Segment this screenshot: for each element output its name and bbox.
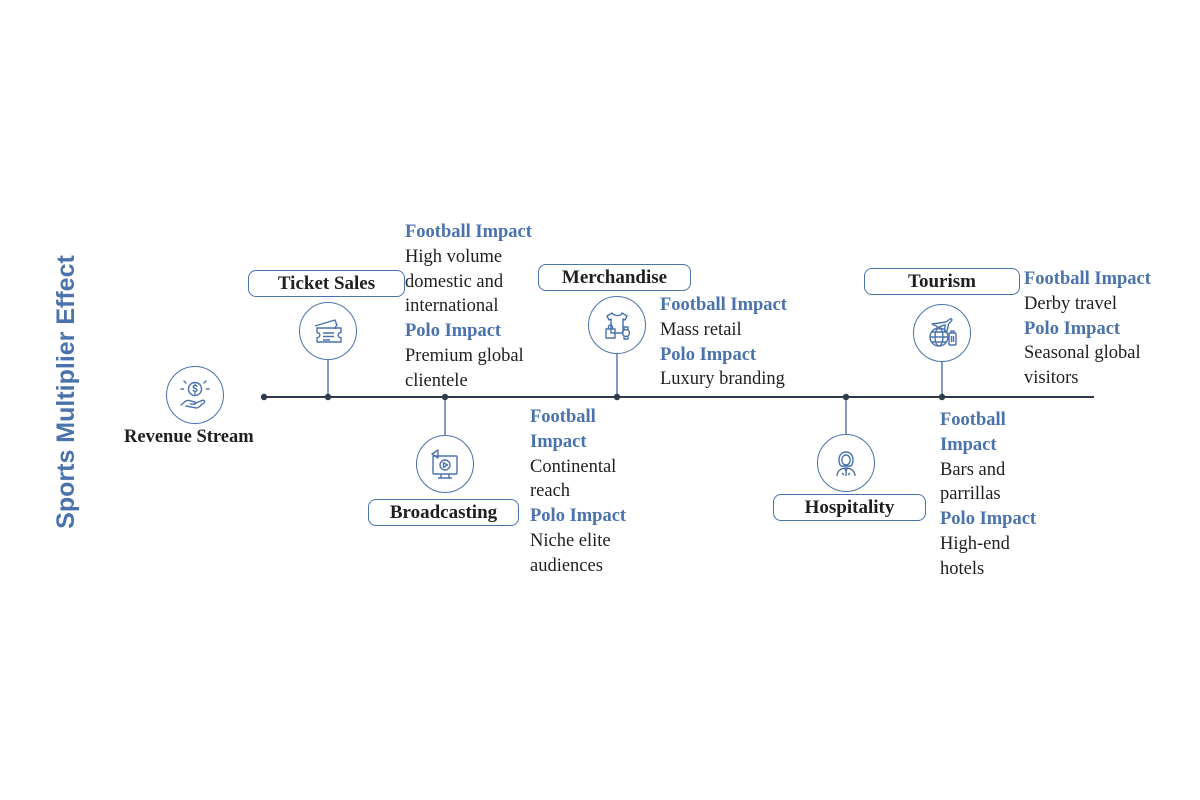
polo-impact-heading: Polo Impact bbox=[530, 506, 627, 527]
ticket-icon bbox=[314, 319, 342, 343]
hospitality-icon bbox=[836, 451, 856, 477]
desc-broadcasting: Football Impact Continental reach Polo I… bbox=[530, 405, 645, 579]
merchandise-icon bbox=[605, 312, 631, 340]
stream-pill-broadcasting: Broadcasting bbox=[368, 499, 519, 526]
polo-impact-heading: Polo Impact bbox=[660, 344, 757, 365]
desc-hospitality: Football Impact Bars and parrillas Polo … bbox=[940, 408, 1052, 582]
football-impact-text: High volume domestic and international bbox=[405, 246, 504, 317]
football-impact-text: Derby travel bbox=[1024, 293, 1117, 314]
polo-impact-text: High-end hotels bbox=[940, 533, 1010, 579]
broadcasting-node bbox=[416, 435, 474, 493]
merchandise-node bbox=[588, 296, 646, 354]
football-impact-text: Mass retail bbox=[660, 319, 742, 340]
node-dot-broadcasting bbox=[441, 393, 449, 401]
money-hand-icon bbox=[180, 380, 210, 409]
polo-impact-text: Niche elite audiences bbox=[530, 530, 611, 576]
polo-impact-heading: Polo Impact bbox=[1024, 318, 1121, 339]
stream-pill-tourism: Tourism bbox=[864, 268, 1020, 295]
polo-impact-text: Premium global clientele bbox=[405, 345, 524, 391]
node-dot-hospitality bbox=[842, 393, 850, 401]
hospitality-node bbox=[817, 434, 875, 492]
desc-tourism: Football Impact Derby travel Polo Impact… bbox=[1024, 267, 1184, 391]
polo-impact-text: Luxury branding bbox=[660, 369, 785, 390]
football-impact-heading: Football Impact bbox=[530, 407, 596, 452]
football-impact-text: Bars and parrillas bbox=[940, 459, 1006, 505]
football-impact-heading: Football Impact bbox=[660, 295, 787, 315]
node-dot-ticket-sales bbox=[324, 393, 332, 401]
stream-pill-hospitality: Hospitality bbox=[773, 494, 926, 521]
tourism-icon bbox=[929, 318, 957, 347]
polo-impact-text: Seasonal global visitors bbox=[1024, 343, 1141, 389]
broadcast-tv-icon bbox=[431, 449, 458, 479]
node-dot-merchandise bbox=[613, 393, 621, 401]
revenue-stream-label: Revenue Stream bbox=[124, 427, 254, 447]
football-impact-heading: Football Impact bbox=[1024, 269, 1151, 289]
desc-merchandise: Football Impact Mass retail Polo Impact … bbox=[660, 293, 810, 392]
tourism-node bbox=[913, 304, 971, 362]
stream-pill-ticket-sales: Ticket Sales bbox=[248, 270, 405, 297]
football-impact-heading: Football Impact bbox=[940, 410, 1006, 455]
node-dot-tourism bbox=[938, 393, 946, 401]
ticket-sales-node bbox=[299, 302, 357, 360]
football-impact-heading: Football Impact bbox=[405, 222, 532, 242]
revenue-stream-node bbox=[166, 366, 224, 424]
desc-ticket-sales: Football Impact High volume domestic and… bbox=[405, 220, 545, 394]
polo-impact-heading: Polo Impact bbox=[940, 509, 1037, 530]
timeline-start-dot bbox=[260, 393, 268, 401]
football-impact-text: Continental reach bbox=[530, 456, 617, 502]
stream-pill-merchandise: Merchandise bbox=[538, 264, 691, 291]
polo-impact-heading: Polo Impact bbox=[405, 321, 502, 342]
